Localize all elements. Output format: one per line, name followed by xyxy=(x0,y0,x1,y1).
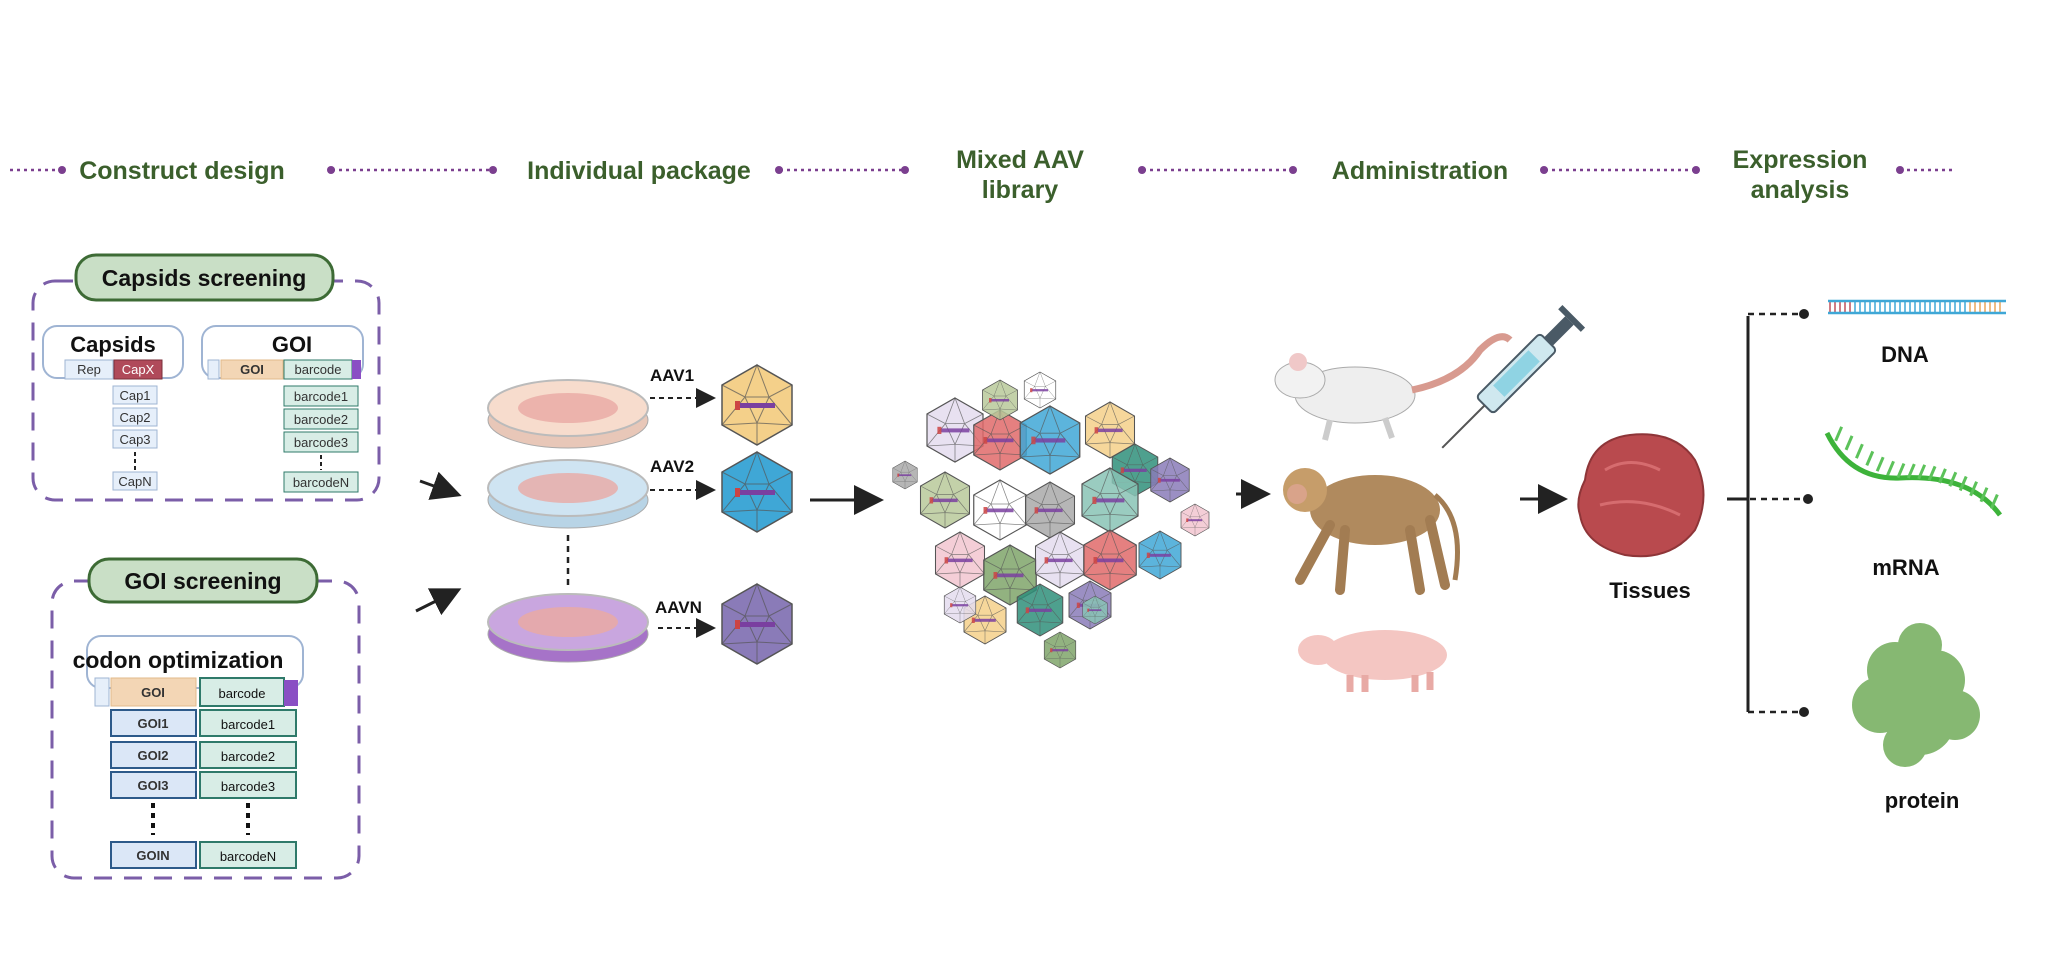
barcode-item: barcode3 xyxy=(221,779,275,794)
cap-item: CapN xyxy=(118,474,151,489)
barcode-list: barcode1 barcode2 barcode3 barcodeN xyxy=(283,385,359,493)
culture-dishes xyxy=(487,379,649,663)
capsid-icon xyxy=(1083,529,1137,591)
barcode-item: barcode1 xyxy=(221,717,275,732)
cap-item: Cap2 xyxy=(119,410,150,425)
capsids-screening-title: Capsids screening xyxy=(102,265,307,291)
aav2-capsid-icon xyxy=(721,451,793,533)
aavn-capsid-icon xyxy=(721,583,793,665)
codon-optimization-label: codon optimization xyxy=(73,647,284,673)
goi-item: GOIN xyxy=(136,848,169,863)
stage-library: library xyxy=(982,176,1059,204)
protein-label: protein xyxy=(1885,788,1960,813)
pig-icon xyxy=(1298,630,1447,692)
analysis-tree xyxy=(1727,309,1813,717)
dna-icon xyxy=(1828,299,2006,315)
animals xyxy=(1274,304,1586,692)
aav-labels: AAV1 AAV2 AAVN xyxy=(650,364,793,665)
capsid-icon xyxy=(919,471,971,529)
capsid-icon xyxy=(1180,503,1210,537)
capsids-label: Capsids xyxy=(70,332,156,357)
capsid-icon xyxy=(892,460,918,490)
goi-item: GOI1 xyxy=(137,716,168,731)
barcode-box: barcode xyxy=(219,686,266,701)
aav1-label: AAV1 xyxy=(650,366,694,385)
cap-list: Cap1 Cap2 Cap3 CapN xyxy=(112,385,158,491)
barcode-item: barcodeN xyxy=(293,475,349,490)
goi-item: GOI3 xyxy=(137,778,168,793)
dish-aav1-icon xyxy=(487,379,649,449)
goi-box: GOI xyxy=(141,685,165,700)
stage-individual-package: Individual package xyxy=(527,157,751,185)
cap-item: Cap1 xyxy=(119,388,150,403)
goi-item: GOI2 xyxy=(137,748,168,763)
arrows xyxy=(415,471,1568,616)
dish-aavn-icon xyxy=(487,593,649,663)
capsid-icon xyxy=(1023,371,1057,409)
barcode-item: barcode1 xyxy=(294,389,348,404)
syringe-icon xyxy=(1441,304,1586,449)
monkey-icon xyxy=(1283,468,1460,595)
dish-aav2-icon xyxy=(487,459,649,529)
capx-label: CapX xyxy=(122,362,155,377)
aavn-label: AAVN xyxy=(655,598,702,617)
capsid-icon xyxy=(1019,405,1081,475)
capsids-screening-panel: Capsids screening Capsids Rep CapX Cap1 … xyxy=(31,253,381,502)
stage-mixed-aav: Mixed AAV xyxy=(956,146,1084,174)
capsid-icon xyxy=(1138,530,1182,580)
goi-barcode-list: GOI1 barcode1 GOI2 barcode2 GOI3 barcode… xyxy=(110,709,297,869)
stage-analysis: analysis xyxy=(1751,176,1850,204)
stage-expression: Expression xyxy=(1733,146,1868,174)
capsid-icon xyxy=(1034,531,1086,589)
goi-screening-panel: GOI screening codon optimization GOI bar… xyxy=(50,557,361,880)
goi-label: GOI xyxy=(272,332,312,357)
tissue-icon xyxy=(1577,433,1705,558)
barcode-item: barcode2 xyxy=(221,749,275,764)
mixed-aav-library-icon xyxy=(892,371,1210,669)
barcode-item: barcode3 xyxy=(294,435,348,450)
goi-screening-title: GOI screening xyxy=(124,568,281,594)
capsid-icon xyxy=(982,379,1018,421)
tissues-label: Tissues xyxy=(1609,578,1691,603)
cap-item: Cap3 xyxy=(119,432,150,447)
protein-icon xyxy=(1852,623,1980,767)
goi-box: GOI xyxy=(240,362,264,377)
dna-label: DNA xyxy=(1881,342,1929,367)
capsid-icon xyxy=(1024,481,1076,539)
capsid-icon xyxy=(934,531,986,589)
stage-administration: Administration xyxy=(1332,157,1508,185)
mrna-icon xyxy=(1824,426,2003,517)
barcode-item: barcodeN xyxy=(220,849,276,864)
stage-header: Construct design Individual package Mixe… xyxy=(10,146,1955,204)
capsid-icon xyxy=(1043,631,1077,669)
mouse-icon xyxy=(1274,333,1513,441)
capsid-icon xyxy=(973,479,1027,541)
barcode-box: barcode xyxy=(295,362,342,377)
aav1-capsid-icon xyxy=(721,364,793,446)
rep-label: Rep xyxy=(77,362,101,377)
aav2-label: AAV2 xyxy=(650,457,694,476)
stage-construct-design: Construct design xyxy=(79,157,285,185)
mrna-label: mRNA xyxy=(1872,555,1939,580)
barcode-item: barcode2 xyxy=(294,412,348,427)
